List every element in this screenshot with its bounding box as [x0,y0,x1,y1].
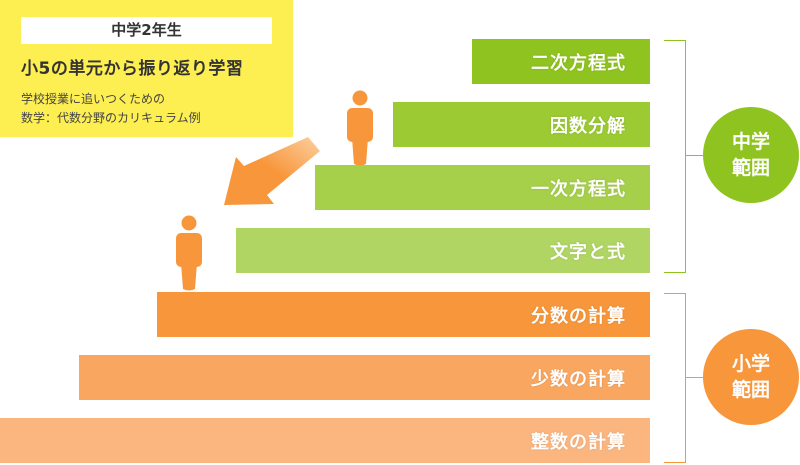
step-letters-and-expressions: 文字と式 [236,228,650,273]
grade-label: 中学2年生 [21,17,272,44]
headline: 小5の単元から振り返り学習 [21,59,244,79]
person-icon-upper [347,90,373,166]
junior-high-bracket [664,40,686,273]
person-icon-lower [176,215,202,291]
elementary-range-badge: 小学範囲 [703,329,799,425]
junior-high-bracket-tick [686,155,704,156]
step-factorization: 因数分解 [393,102,650,147]
description-line-2: 数学：代数分野のカリキュラム例 [21,111,201,125]
step-quadratic-equations: 二次方程式 [472,39,650,84]
info-box: 中学2年生 小5の単元から振り返り学習 学校授業に追いつくための 数学：代数分野… [0,0,293,137]
step-linear-equations: 一次方程式 [315,165,650,210]
elementary-bracket-tick [686,377,704,378]
description-line-1: 学校授業に追いつくための [21,92,166,106]
description: 学校授業に追いつくための 数学：代数分野のカリキュラム例 [21,90,201,128]
step-decimal-calculation: 少数の計算 [79,355,650,400]
step-fraction-calculation: 分数の計算 [157,292,650,337]
down-left-arrow-icon [224,137,320,205]
step-integer-calculation: 整数の計算 [0,418,650,463]
junior-high-range-badge: 中学範囲 [703,107,799,203]
elementary-bracket [664,293,686,463]
